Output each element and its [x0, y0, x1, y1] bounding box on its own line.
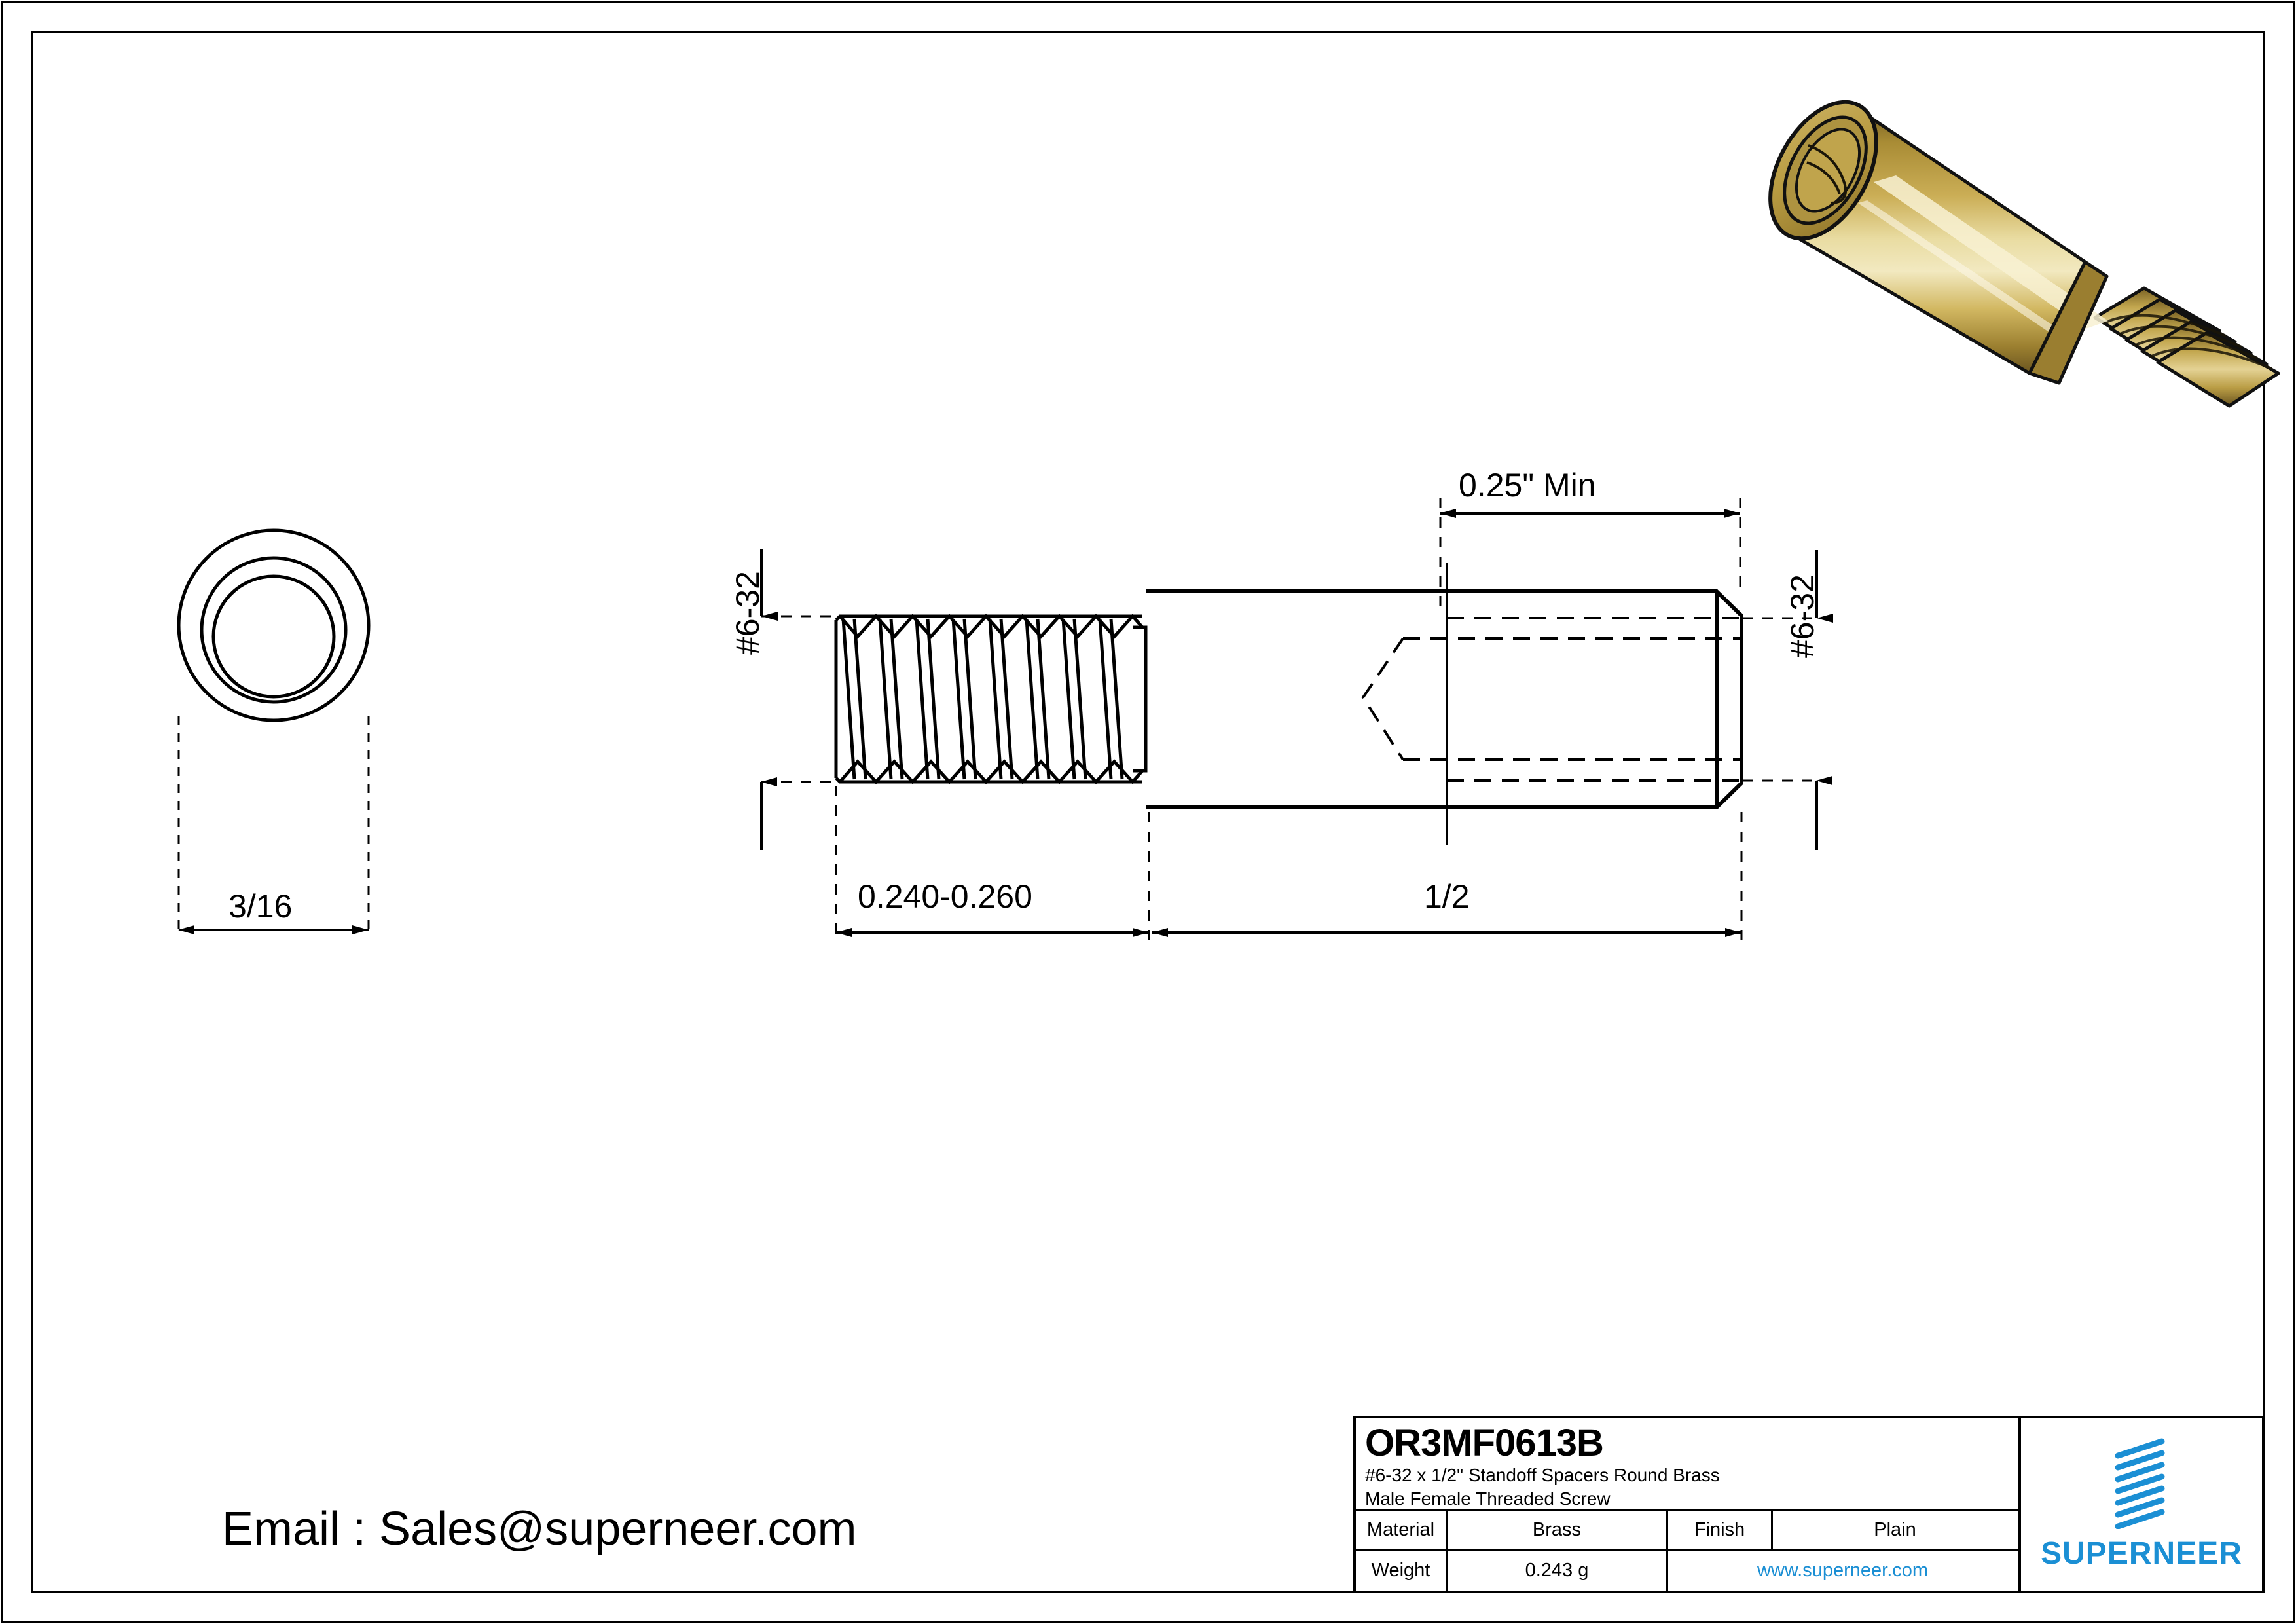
part-number: OR3MF0613B — [1365, 1422, 1604, 1464]
finish-value: Plain — [1874, 1519, 1916, 1541]
weight-value: 0.243 g — [1448, 1551, 1668, 1591]
dimension-label-male-thread: #6-32 — [729, 571, 766, 655]
weight-label: Weight — [1356, 1551, 1448, 1591]
superneer-logo-icon — [2115, 1438, 2165, 1529]
title-block-description: OR3MF0613B #6-32 x 1/2" Standoff Spacers… — [1356, 1418, 2018, 1511]
weight-website-row: Weight 0.243 g www.superneer.com — [1356, 1551, 2018, 1591]
description-line-2: Male Female Threaded Screw — [1365, 1488, 1611, 1509]
isometric-brass-render — [1768, 100, 2280, 408]
dimension-label-female-depth: 0.25" Min — [1459, 467, 1596, 504]
render-female-end-face — [1768, 100, 1878, 241]
material-label: Material — [1356, 1511, 1448, 1549]
title-block-left: OR3MF0613B #6-32 x 1/2" Standoff Spacers… — [1356, 1418, 2021, 1591]
finish-label: Finish — [1668, 1511, 1773, 1549]
description-line-1: #6-32 x 1/2" Standoff Spacers Round Bras… — [1365, 1464, 1720, 1485]
dimension-label-body-length: 1/2 — [1424, 878, 1470, 915]
material-value: Brass — [1448, 1511, 1668, 1549]
brand-name: SUPERNEER — [2041, 1536, 2242, 1571]
website-link[interactable]: www.superneer.com — [1757, 1560, 1929, 1581]
title-block: OR3MF0613B #6-32 x 1/2" Standoff Spacers… — [1353, 1416, 2265, 1593]
brand-panel: SUPERNEER — [2021, 1418, 2262, 1591]
dimension-label-female-thread: #6-32 — [1784, 574, 1821, 658]
render-external-threads — [2093, 286, 2280, 408]
dimension-label-diameter: 3/16 — [228, 888, 293, 925]
material-finish-row: Material Brass Finish Plain — [1356, 1511, 2018, 1551]
contact-email: Email : Sales@superneer.com — [222, 1503, 857, 1555]
sheet-border-inner — [31, 31, 2265, 1593]
dimension-label-male-thread-length: 0.240-0.260 — [858, 878, 1032, 915]
